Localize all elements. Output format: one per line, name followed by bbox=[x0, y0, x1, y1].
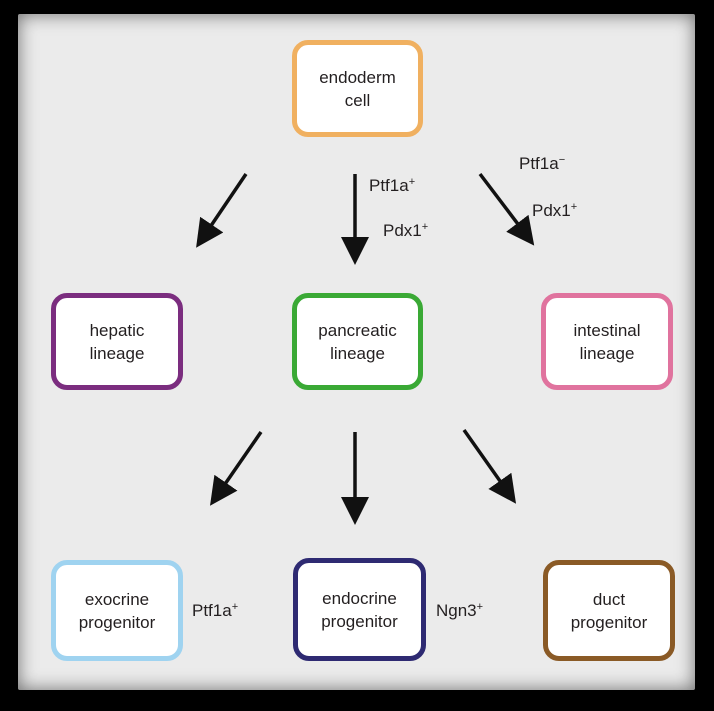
label-base: Ptf1a bbox=[519, 154, 559, 173]
node-label-line: exocrine bbox=[84, 589, 150, 609]
label-right-pdx1: Pdx1+ bbox=[532, 197, 577, 221]
endoderm-cell-node: endoderm cell bbox=[292, 40, 423, 137]
duct-progenitor-node: duct progenitor bbox=[543, 560, 675, 661]
label-exocrine-ptf1a: Ptf1a+ bbox=[192, 597, 238, 621]
node-label-line: endoderm bbox=[319, 67, 396, 87]
node-label-line: duct bbox=[592, 589, 626, 609]
arrow-endoderm-to-hepatic bbox=[196, 173, 248, 248]
node-label-line: lineage bbox=[330, 343, 385, 363]
label-right-ptf1a: Ptf1a− bbox=[519, 150, 565, 174]
node-label-line: lineage bbox=[579, 343, 635, 363]
node-label-line: progenitor bbox=[570, 612, 648, 632]
label-sign: + bbox=[570, 201, 578, 213]
label-sign: − bbox=[558, 154, 566, 166]
label-endocrine-ngn3: Ngn3+ bbox=[436, 597, 483, 621]
label-sign: + bbox=[421, 221, 429, 233]
node-label-line: progenitor bbox=[78, 612, 156, 632]
exocrine-progenitor-node: exocrine progenitor bbox=[51, 560, 183, 661]
label-center-ptf1a: Ptf1a+ bbox=[369, 172, 415, 196]
node-label-line: endocrine bbox=[322, 588, 397, 608]
label-base: Pdx1 bbox=[532, 201, 571, 220]
label-base: Ptf1a bbox=[369, 176, 409, 195]
label-sign: + bbox=[476, 601, 484, 613]
label-sign: + bbox=[408, 176, 416, 188]
label-sign: + bbox=[231, 601, 239, 613]
node-label-line: hepatic bbox=[89, 320, 145, 340]
arrow-pancreatic-to-exocrine bbox=[210, 431, 263, 506]
node-label-line: lineage bbox=[89, 343, 145, 363]
node-label-line: cell bbox=[344, 90, 371, 110]
label-base: Ngn3 bbox=[436, 601, 477, 620]
label-base: Pdx1 bbox=[383, 221, 422, 240]
arrow-pancreatic-to-duct bbox=[462, 428, 517, 504]
label-base: Ptf1a bbox=[192, 601, 232, 620]
node-label-line: progenitor bbox=[321, 611, 398, 631]
node-label-line: pancreatic bbox=[318, 320, 397, 340]
intestinal-lineage-node: intestinal lineage bbox=[541, 293, 673, 390]
endocrine-progenitor-node: endocrine progenitor bbox=[293, 558, 426, 661]
node-label-line: intestinal bbox=[573, 320, 641, 340]
arrow-endoderm-to-intestinal bbox=[478, 172, 535, 246]
hepatic-lineage-node: hepatic lineage bbox=[51, 293, 183, 390]
pancreatic-lineage-node: pancreatic lineage bbox=[292, 293, 423, 390]
label-center-pdx1: Pdx1+ bbox=[383, 217, 428, 241]
